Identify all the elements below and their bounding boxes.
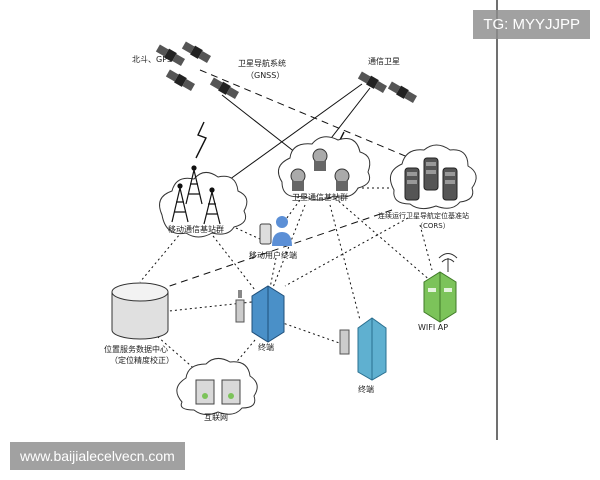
tower-icon-1 [171, 183, 189, 223]
label-gnss-sub: （GNSS） [246, 71, 284, 80]
satellite-icon-gnss [209, 77, 239, 99]
label-sat-base: 卫星通信基站群 [292, 192, 348, 202]
telegram-watermark: TG: MYYJJPP [473, 10, 590, 39]
label-cors-sub: （CORS） [416, 222, 450, 230]
satellite-icon-gps-1 [165, 69, 195, 91]
cors-station-icon-3 [442, 167, 458, 201]
link-mobilebase-datacenter [139, 227, 186, 283]
label-cors: 连续运行卫星导航定位基准站 [378, 211, 469, 220]
dish-station-icon-2 [312, 148, 328, 171]
link-terminal1-internet [227, 339, 256, 373]
label-mobile-user: 移动用户终端 [249, 250, 297, 260]
label-data-center-sub: （定位精度校正） [110, 355, 174, 365]
label-mobile-base: 移动通信基站群 [168, 224, 224, 234]
link-terminal1-terminal2 [279, 321, 346, 346]
server-icon-1 [195, 379, 215, 405]
tower-icon-2 [185, 165, 203, 205]
link-mobilebase-terminal1 [209, 231, 256, 291]
satellite-icon-comm-1 [357, 71, 387, 93]
lightning-left [195, 121, 207, 159]
label-beidou-gps: 北斗、GPS [132, 55, 172, 64]
satellite-icon-comm-2 [387, 81, 417, 103]
link-mobilebase-mobileuser [235, 227, 263, 241]
server-icon-2 [221, 379, 241, 405]
cors-station-icon-2 [423, 157, 439, 191]
label-data-center: 位置服务数据中心 [104, 344, 168, 354]
link-satbase-wifi [334, 197, 433, 283]
cors-station-icon-1 [404, 167, 420, 201]
label-wifi-ap: WIFI AP [418, 323, 448, 332]
dish-station-icon-1 [290, 168, 306, 191]
cloud-internet [176, 358, 258, 416]
tower-icon-3 [203, 187, 221, 225]
dish-station-icon-3 [334, 168, 350, 191]
building-icon-terminal-1 [235, 285, 285, 343]
link-satbase-terminal1 [271, 204, 306, 291]
link-cors-wifi [419, 224, 433, 271]
label-internet: 互联网 [204, 413, 228, 422]
link-datacenter-terminal1 [159, 301, 253, 313]
link-cors-terminal1 [284, 217, 409, 287]
label-comm-sat: 通信卫星 [368, 56, 400, 66]
link-gnss-satbase [221, 94, 306, 161]
satellite-icon-beidou-2 [181, 41, 211, 63]
website-watermark: www.baijialecelvecn.com [10, 442, 185, 470]
satellite-icon-beidou-1 [155, 44, 185, 66]
mobile-user-icon [259, 216, 292, 246]
label-gnss: 卫星导航系统 [238, 58, 286, 68]
building-icon-terminal-2 [339, 317, 387, 381]
connection-lines [139, 69, 433, 373]
database-icon [111, 282, 169, 340]
label-terminal-2: 终端 [358, 384, 374, 394]
label-terminal-1: 终端 [258, 342, 274, 352]
link-mobileuser-terminal1 [269, 257, 277, 289]
link-gps-cors [199, 69, 411, 159]
link-cors-datacenter [157, 209, 393, 291]
link-commsat-mobilebase [214, 83, 363, 191]
wifi-ap-icon [423, 253, 458, 323]
cloud-mobile-base [159, 172, 248, 238]
